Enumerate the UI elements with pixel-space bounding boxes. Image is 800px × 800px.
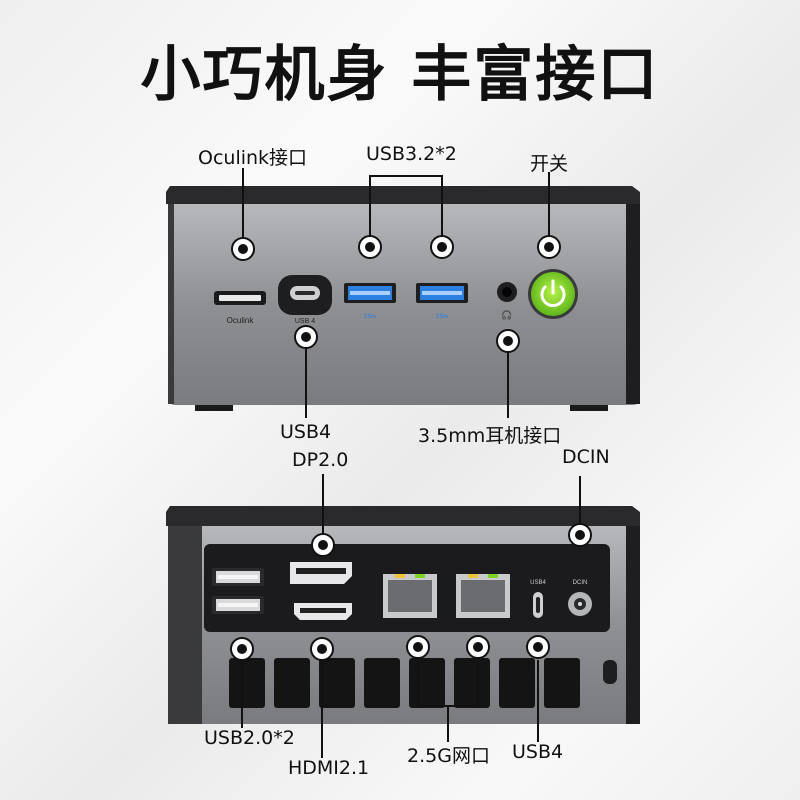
marker-usb32-2 [430,235,454,259]
front-lid [166,186,640,204]
label-audio: 3.5mm耳机接口 [418,425,562,447]
label-power: 开关 [530,153,569,175]
rear-side-right [626,526,640,724]
dcin-port-text: DCIN [573,580,588,586]
marker-audio [496,329,520,353]
front-markers [231,235,561,353]
dp-port [290,562,352,584]
lan-port-2 [456,574,510,618]
rear-unit: USB4 DCIN [166,474,640,758]
front-unit: Oculink USB 4 SS⇆ SS⇆ 🎧 [166,168,640,418]
marker-usb20 [230,637,254,661]
rear-vents [229,658,617,708]
lan-port-1 [383,574,437,618]
label-oculink: Oculink接口 [198,147,308,169]
marker-oculink [231,237,255,261]
front-side-right [626,204,640,404]
marker-dp [311,533,335,557]
rear-markers [230,523,592,661]
rear-lid [166,506,640,526]
marker-hdmi [310,637,334,661]
svg-text:SS⇆: SS⇆ [436,313,449,320]
marker-dcin [568,523,592,547]
power-icon [540,285,566,307]
label-hdmi: HDMI2.1 [288,757,370,779]
label-usb4-front: USB4 [280,421,332,443]
usb32-port-1: SS⇆ [344,283,396,320]
page-title: 小巧机身 丰富接口 [140,40,660,110]
front-foot-left [195,405,233,411]
marker-usb4-rear [526,635,550,659]
usb4-front-port-text: USB 4 [295,318,315,325]
marker-usb32-1 [358,235,382,259]
usb4-rear-port: USB4 [530,580,546,618]
front-foot-right [570,405,608,411]
dcin-port: DCIN [568,580,592,616]
marker-lan-2 [466,635,490,659]
usb20-ports [212,568,264,614]
label-usb4-rear: USB4 [512,741,564,763]
usb4-rear-port-text: USB4 [530,580,546,586]
rear-side-left [168,526,202,724]
headphone-icon: 🎧 [501,309,512,321]
marker-usb4-front [294,325,318,349]
usb32-port-2: SS⇆ [416,283,468,320]
oculink-port-text: Oculink [227,316,255,325]
label-usb32: USB3.2*2 [366,143,457,165]
front-side-left [168,204,174,404]
oculink-port: Oculink [214,291,266,325]
hdmi-port [294,603,352,620]
front-callouts [242,168,550,418]
svg-text:SS⇆: SS⇆ [364,313,377,320]
label-lan: 2.5G网口 [407,745,490,767]
front-case [168,204,640,405]
label-usb20: USB2.0*2 [204,727,295,749]
marker-lan-1 [406,635,430,659]
power-button[interactable] [528,269,578,319]
marker-power [537,235,561,259]
audio-jack: 🎧 [497,282,517,321]
usb4-front-port: USB 4 [278,275,332,325]
label-dp: DP2.0 [292,449,349,471]
label-dcin: DCIN [562,446,610,468]
rear-callouts [241,474,581,758]
